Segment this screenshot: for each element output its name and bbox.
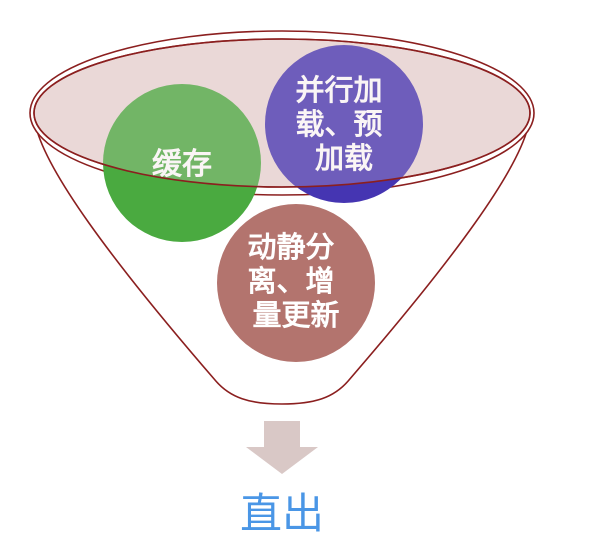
circle-parallel-preload: 并行加 载、预 加载: [265, 45, 423, 203]
circle-parallel-preload-line: 载、预: [295, 107, 382, 141]
funnel-bowl-overlay: [33, 38, 531, 188]
circle-split-incremental-line: 量更新: [252, 298, 339, 332]
down-arrow-icon: [246, 421, 318, 474]
circle-split-incremental-shape: [217, 204, 375, 362]
circle-split-incremental-line: 离、增: [247, 264, 334, 298]
circle-cache-line: 缓存: [152, 147, 212, 182]
circle-split-incremental-line: 动静分: [247, 230, 334, 264]
circle-split-incremental: 动静分 离、增 量更新: [217, 204, 375, 362]
circle-parallel-preload-line: 加载: [315, 141, 373, 175]
circle-split-incremental-label: 动静分 离、增 量更新: [247, 230, 344, 332]
circle-parallel-preload-label: 并行加 载、预 加载: [295, 73, 392, 175]
circle-cache: 缓存: [103, 84, 261, 242]
output-label: 直出: [240, 489, 324, 538]
circle-parallel-preload-line: 并行加: [295, 73, 382, 107]
circle-cache-shape: [103, 84, 261, 242]
circle-parallel-preload-shape: [265, 45, 423, 203]
circle-cache-label: 缓存: [152, 147, 212, 182]
